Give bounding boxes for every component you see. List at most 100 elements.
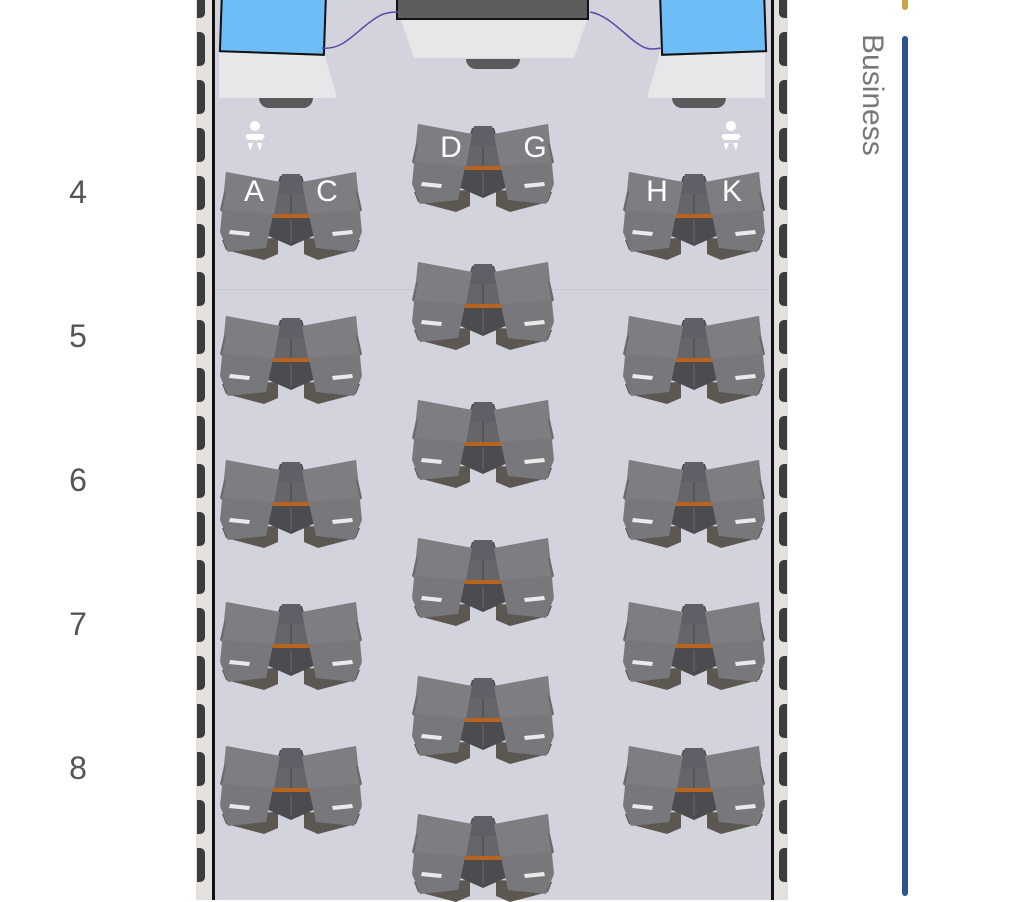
seat-pod-dg[interactable] <box>410 672 556 764</box>
seat-pair-icon <box>623 602 765 690</box>
window-right <box>779 368 787 402</box>
window-right <box>779 752 787 786</box>
window-left <box>197 752 205 786</box>
seat-pair-icon <box>412 814 554 902</box>
window-right <box>779 464 787 498</box>
seat-pair-icon <box>412 676 554 764</box>
window-left <box>197 560 205 594</box>
window-left <box>197 80 205 114</box>
window-right <box>779 560 787 594</box>
row-label: 6 <box>69 462 87 498</box>
seat-pair-icon <box>623 172 765 260</box>
seat-pair-icon <box>412 538 554 626</box>
seat-pod-dg[interactable] <box>410 396 556 488</box>
row-label: 4 <box>69 174 87 210</box>
column-label-D: D <box>440 131 462 164</box>
column-label-H: H <box>646 175 668 208</box>
window-left <box>197 656 205 690</box>
lavatory-right-base <box>647 48 765 98</box>
seat-pod-dg[interactable] <box>410 120 556 212</box>
window-left <box>197 320 205 354</box>
seat-pair-icon <box>220 746 362 834</box>
seat-pair-icon <box>220 460 362 548</box>
seat-pair-icon <box>220 172 362 260</box>
seat-pod-hk[interactable] <box>621 168 767 260</box>
cable-line-left <box>321 11 399 49</box>
seat-pair-icon <box>623 460 765 548</box>
bassinet-icon <box>245 121 265 151</box>
column-label-A: A <box>243 175 264 208</box>
window-left <box>197 224 205 258</box>
window-left <box>197 368 205 402</box>
cabin-class-text: Business <box>856 34 889 156</box>
window-right <box>779 656 787 690</box>
column-label-K: K <box>721 175 742 208</box>
window-right <box>779 320 787 354</box>
seat-pair-icon <box>412 400 554 488</box>
window-left <box>197 128 205 162</box>
window-right <box>779 848 787 882</box>
cable-line-right <box>589 11 663 50</box>
bassinet-icon <box>721 121 741 151</box>
window-right <box>779 800 787 834</box>
seat-pair-icon <box>623 316 765 404</box>
lavatory-left-door <box>259 98 313 108</box>
seat-pod-hk[interactable] <box>621 312 767 404</box>
row-label: 5 <box>69 318 87 354</box>
window-right <box>779 224 787 258</box>
seat-pod-ac[interactable] <box>218 598 364 690</box>
window-right <box>779 272 787 306</box>
seat-pair-icon <box>623 746 765 834</box>
seat-pod-ac[interactable] <box>218 742 364 834</box>
window-right <box>779 704 787 738</box>
window-left <box>197 848 205 882</box>
window-right <box>779 0 787 18</box>
window-left <box>197 176 205 210</box>
window-left <box>197 704 205 738</box>
cabin-class-indicator-bar <box>902 36 908 896</box>
seat-pod-ac[interactable] <box>218 312 364 404</box>
lavatory-right-door <box>672 98 726 108</box>
seat-pod-hk[interactable] <box>621 742 767 834</box>
lavatory-left[interactable]: II <box>218 0 328 56</box>
window-left <box>197 608 205 642</box>
seat-pair-icon <box>220 602 362 690</box>
window-left <box>197 800 205 834</box>
lavatory-icon: II <box>263 0 284 4</box>
previous-cabin-indicator <box>902 0 908 10</box>
window-left <box>197 512 205 546</box>
seat-pod-ac[interactable] <box>218 456 364 548</box>
cabin-class-label: Business <box>855 34 891 164</box>
seat-pod-dg[interactable] <box>410 534 556 626</box>
window-left <box>197 32 205 66</box>
seat-pod-hk[interactable] <box>621 598 767 690</box>
galley <box>396 0 589 20</box>
window-right <box>779 128 787 162</box>
seat-pod-dg[interactable] <box>410 810 556 902</box>
window-left <box>197 0 205 18</box>
window-right <box>779 32 787 66</box>
row-label: 7 <box>69 606 87 642</box>
window-right <box>779 512 787 546</box>
seat-pod-hk[interactable] <box>621 456 767 548</box>
lavatory-left-base <box>219 48 337 98</box>
window-left <box>197 464 205 498</box>
lavatory-right[interactable]: II <box>658 0 768 56</box>
seat-pod-dg[interactable] <box>410 258 556 350</box>
window-right <box>779 176 787 210</box>
window-left <box>197 416 205 450</box>
galley-door <box>466 59 520 69</box>
lavatory-icon: II <box>695 0 717 5</box>
seat-pod-ac[interactable] <box>218 168 364 260</box>
window-right <box>779 608 787 642</box>
window-right <box>779 80 787 114</box>
window-left <box>197 272 205 306</box>
row-label: 8 <box>69 750 87 786</box>
seat-pair-icon <box>220 316 362 404</box>
column-label-G: G <box>523 131 547 164</box>
seat-pair-icon <box>412 262 554 350</box>
window-right <box>779 416 787 450</box>
seat-pair-icon <box>412 124 554 212</box>
column-label-C: C <box>316 175 338 208</box>
galley-base <box>401 20 587 58</box>
